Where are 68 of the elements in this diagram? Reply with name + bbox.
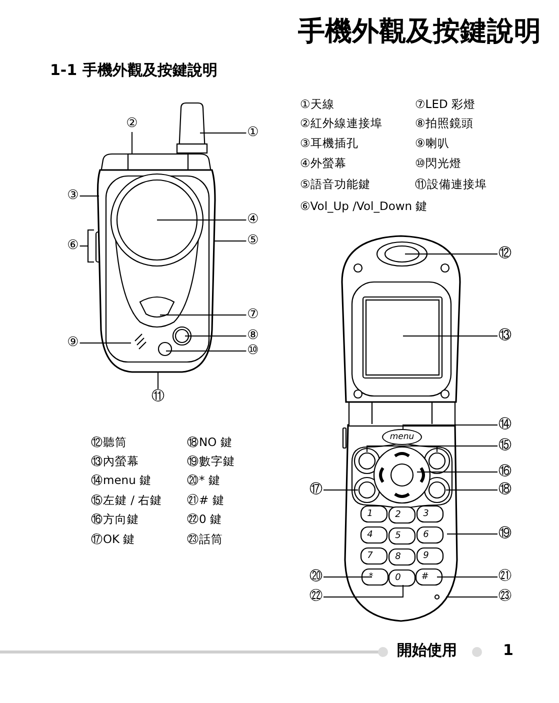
list-item: ⑯方向鍵 xyxy=(91,513,139,526)
leader-line xyxy=(200,132,247,134)
callout-number: ⑫ xyxy=(498,247,512,261)
key-label: 9 xyxy=(423,550,429,562)
key-label: 7 xyxy=(367,550,373,562)
list-item: ⑦LED 彩燈 xyxy=(415,98,476,112)
list-item: ⑫聽筒 xyxy=(91,436,127,450)
leader-line xyxy=(402,424,498,430)
leader-line xyxy=(166,350,247,352)
page-number: 1 xyxy=(503,642,514,660)
key-label: 5 xyxy=(395,530,401,542)
list-item: ⑤語音功能鍵 xyxy=(300,178,370,192)
section-heading: 1-1 手機外觀及按鍵說明 xyxy=(50,62,218,80)
page-title: 手機外觀及按鍵說明 xyxy=(298,16,541,48)
list-item: ①天線 xyxy=(300,98,334,112)
key-label: 8 xyxy=(395,552,401,562)
leader-line xyxy=(79,342,132,344)
key-label: 4 xyxy=(367,530,373,540)
open-phone-drawing xyxy=(340,233,463,625)
list-item: ④外螢幕 xyxy=(300,157,346,170)
callout-number: ㉑ xyxy=(498,570,512,584)
callout-number: ㉓ xyxy=(498,590,512,604)
call-key xyxy=(358,481,376,499)
callout-number: ⑯ xyxy=(498,465,512,479)
list-item: ⑱NO 鍵 xyxy=(187,436,232,450)
callout-number: ⑱ xyxy=(498,483,512,497)
list-item: ⑭menu 鍵 xyxy=(91,474,152,488)
key-label: 1 xyxy=(367,508,373,520)
list-item: ②紅外線連接埠 xyxy=(300,117,382,130)
soft-key xyxy=(428,452,446,470)
leader-line xyxy=(436,576,498,578)
list-item: ㉓話筒 xyxy=(187,533,223,546)
list-item: ⑧拍照鏡頭 xyxy=(415,117,474,130)
list-item: ⑬內螢幕 xyxy=(91,455,139,468)
callout-number: ⑳ xyxy=(310,570,322,584)
list-item: ⑥Vol_Up /Vol_Down 鍵 xyxy=(300,200,428,214)
soft-key xyxy=(358,452,376,470)
list-item: ⑪設備連接埠 xyxy=(415,178,487,192)
callout-number: ⑲ xyxy=(498,527,512,541)
closed-phone-drawing xyxy=(94,101,218,376)
callout-number: ⑪ xyxy=(152,390,164,404)
key-label: 3 xyxy=(423,508,429,520)
callout-number: ㉒ xyxy=(310,590,322,604)
list-item: ⑰OK 鍵 xyxy=(91,533,136,546)
footer-text: 開始使用 xyxy=(397,642,457,660)
list-item: ㉑# 鍵 xyxy=(187,494,224,508)
callout-number: ⑰ xyxy=(310,483,322,497)
list-item: ③耳機插孔 xyxy=(300,137,358,150)
key-label: # xyxy=(421,572,429,582)
list-item: ⑨喇叭 xyxy=(415,137,450,150)
key-label: 6 xyxy=(423,530,429,540)
leader-line xyxy=(160,314,247,316)
leader-line xyxy=(214,240,247,242)
list-item: ⑩閃光燈 xyxy=(415,157,462,170)
key-label: * xyxy=(368,572,374,582)
leader-line xyxy=(446,596,498,598)
callout-number: ⑭ xyxy=(498,418,512,432)
callout-number: ⑮ xyxy=(498,439,512,453)
list-item: ⑲數字鍵 xyxy=(187,455,235,468)
list-item: ⑳* 鍵 xyxy=(187,474,220,488)
key-label: 2 xyxy=(395,510,401,520)
list-item: ㉒0 鍵 xyxy=(187,513,222,526)
callout-number: ⑬ xyxy=(498,329,512,343)
leader-line xyxy=(323,576,372,578)
list-item: ⑮左鍵 / 右鍵 xyxy=(91,494,162,508)
end-key xyxy=(428,481,446,499)
leader-line xyxy=(323,584,404,598)
key-label: 0 xyxy=(395,572,401,584)
